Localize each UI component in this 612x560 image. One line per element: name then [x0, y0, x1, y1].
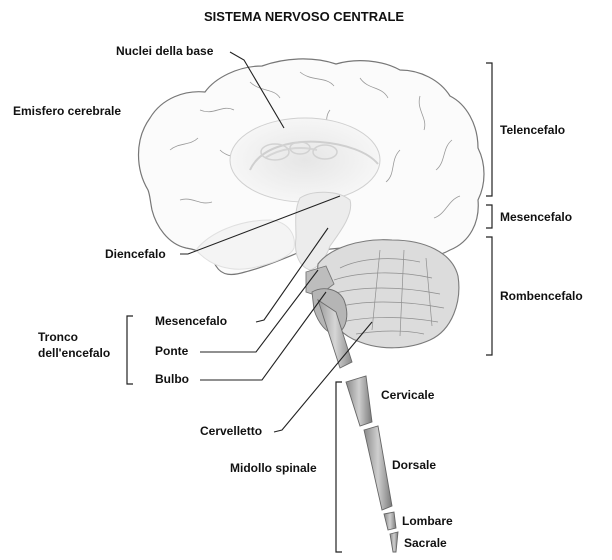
right-brackets — [486, 63, 492, 355]
spinal-bracket — [336, 382, 342, 552]
label-diencefalo: Diencefalo — [105, 247, 166, 261]
diagram-title: SISTEMA NERVOSO CENTRALE — [204, 10, 404, 24]
label-tronco-encefalo: Tronco dell'encefalo — [38, 329, 110, 361]
label-nuclei-della-base: Nuclei della base — [116, 44, 213, 58]
label-tronco-line1: Tronco — [38, 329, 110, 345]
label-telencefalo: Telencefalo — [500, 123, 565, 137]
spinal-cervical — [346, 376, 372, 426]
spinal-lumbar — [384, 512, 396, 530]
spinal-sacral — [390, 532, 398, 552]
label-lombare: Lombare — [402, 514, 453, 528]
spinal-dorsal — [364, 426, 392, 510]
basal-ganglia — [230, 118, 380, 202]
label-mesencefalo-right: Mesencefalo — [500, 210, 572, 224]
ponte-leader — [200, 270, 318, 352]
label-midollo-spinale: Midollo spinale — [230, 461, 317, 475]
bulbo-leader — [200, 292, 326, 380]
brainstem-bracket — [127, 316, 133, 384]
label-cervicale: Cervicale — [381, 388, 434, 402]
label-mesencefalo-left: Mesencefalo — [155, 314, 227, 328]
label-dorsale: Dorsale — [392, 458, 436, 472]
label-ponte: Ponte — [155, 344, 188, 358]
label-tronco-line2: dell'encefalo — [38, 345, 110, 361]
label-emisfero-cerebrale: Emisfero cerebrale — [13, 104, 121, 118]
label-sacrale: Sacrale — [404, 536, 447, 550]
label-cervelletto: Cervelletto — [200, 424, 262, 438]
label-rombencefalo: Rombencefalo — [500, 289, 583, 303]
label-bulbo: Bulbo — [155, 372, 189, 386]
